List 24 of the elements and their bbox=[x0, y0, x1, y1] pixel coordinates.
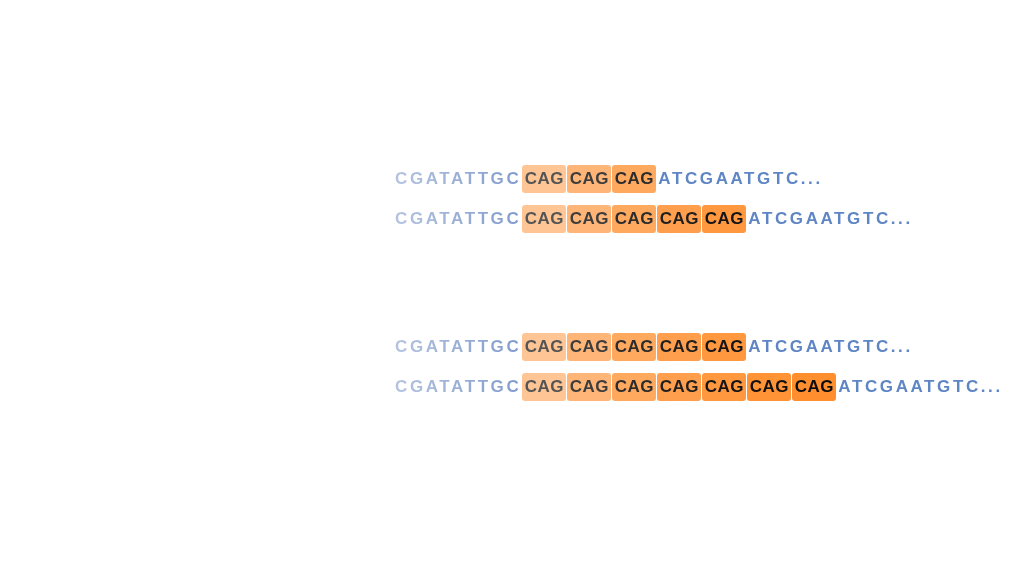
repeat-box: CAG bbox=[567, 205, 612, 233]
repeat-box: CAG bbox=[522, 205, 567, 233]
sequence-text: ATCGAATGTC... bbox=[838, 377, 1003, 397]
repeat-box: CAG bbox=[792, 373, 837, 401]
repeat-box: CAG bbox=[567, 165, 612, 193]
repeat-box: CAG bbox=[612, 165, 657, 193]
sequence-text: ATCGAATGTC... bbox=[658, 169, 823, 189]
sequence-text: ATCGAATGTC... bbox=[748, 209, 913, 229]
repeat-box: CAG bbox=[702, 373, 747, 401]
repeat-box: CAG bbox=[567, 333, 612, 361]
repeat-box: CAG bbox=[657, 205, 702, 233]
repeat-box: CAG bbox=[612, 205, 657, 233]
repeat-box: CAG bbox=[747, 373, 792, 401]
repeat-box: CAG bbox=[522, 165, 567, 193]
repeat-box: CAG bbox=[702, 205, 747, 233]
repeat-box: CAG bbox=[567, 373, 612, 401]
repeat-box: CAG bbox=[657, 333, 702, 361]
repeat-box: CAG bbox=[702, 333, 747, 361]
repeat-box: CAG bbox=[657, 373, 702, 401]
repeat-box: CAG bbox=[522, 373, 567, 401]
sequence-text: ATCGAATGTC... bbox=[748, 337, 913, 357]
repeat-box: CAG bbox=[612, 373, 657, 401]
repeat-box: CAG bbox=[522, 333, 567, 361]
repeat-box: CAG bbox=[612, 333, 657, 361]
